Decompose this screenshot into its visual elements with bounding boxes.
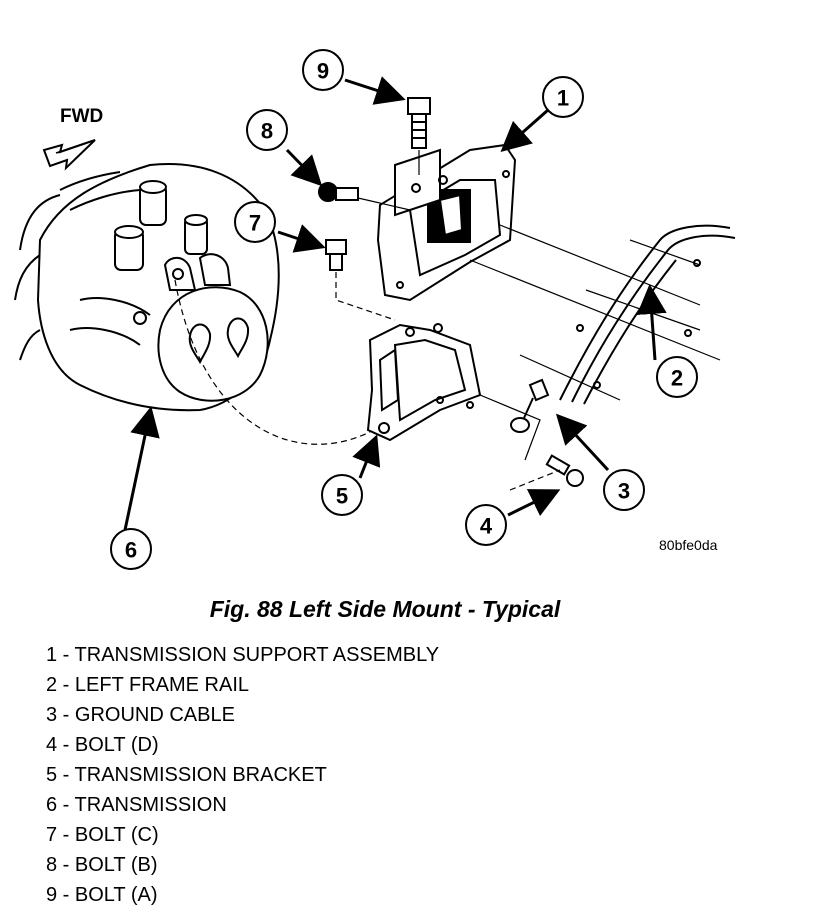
callout-9 — [302, 49, 344, 91]
callout-2 — [656, 356, 698, 398]
callout-8 — [246, 109, 288, 151]
left-frame-rail-drawing — [559, 224, 736, 405]
legend-item: 2 - LEFT FRAME RAIL — [46, 674, 250, 696]
callout-3 — [603, 469, 645, 511]
callout-6 — [110, 528, 152, 570]
legend-item: 7 - BOLT (C) — [46, 824, 159, 846]
transmission-bracket-drawing — [366, 323, 482, 442]
callout-number: 1 — [557, 86, 569, 111]
callout-number: 8 — [261, 119, 273, 144]
callout-number: 7 — [249, 211, 261, 236]
legend-item: 4 - BOLT (D) — [46, 734, 159, 756]
transmission-drawing — [14, 163, 280, 412]
callout-4 — [465, 504, 507, 546]
bolt-d-drawing — [545, 454, 584, 487]
callout-number: 6 — [125, 538, 137, 563]
legend-item: 1 - TRANSMISSION SUPPORT ASSEMBLY — [46, 644, 440, 666]
callout-5 — [321, 474, 363, 516]
ground-cable-drawing — [510, 378, 550, 433]
transmission-support-assembly-drawing — [376, 143, 517, 302]
legend-item: 8 - BOLT (B) — [46, 854, 158, 876]
legend-item: 6 - TRANSMISSION — [46, 794, 227, 816]
bolt-a-drawing — [407, 97, 431, 149]
fwd-label: FWD — [60, 106, 104, 127]
bolt-c-drawing — [325, 239, 347, 271]
callout-7 — [234, 201, 276, 243]
legend-item: 3 - GROUND CABLE — [46, 704, 235, 726]
bolt-b-drawing — [318, 182, 359, 202]
left-side-mount-illustration: 9 1 8 7 2 3 5 4 6 — [14, 49, 736, 570]
callout-arrows — [123, 76, 667, 531]
legend-item: 5 - TRANSMISSION BRACKET — [46, 764, 327, 786]
legend-item: 9 - BOLT (A) — [46, 884, 158, 906]
figure-caption: Fig. 88 Left Side Mount - Typical — [209, 596, 561, 622]
callout-number: 5 — [336, 484, 348, 509]
fwd-arrow-icon — [42, 139, 96, 171]
image-code: 80bfe0da — [659, 537, 718, 553]
callout-number: 2 — [671, 366, 683, 391]
callout-number: 4 — [480, 514, 493, 539]
callout-1 — [542, 76, 584, 118]
callout-number: 3 — [618, 479, 630, 504]
parts-legend: 1 - TRANSMISSION SUPPORT ASSEMBLY 2 - LE… — [46, 640, 439, 910]
callout-number: 9 — [317, 59, 329, 84]
